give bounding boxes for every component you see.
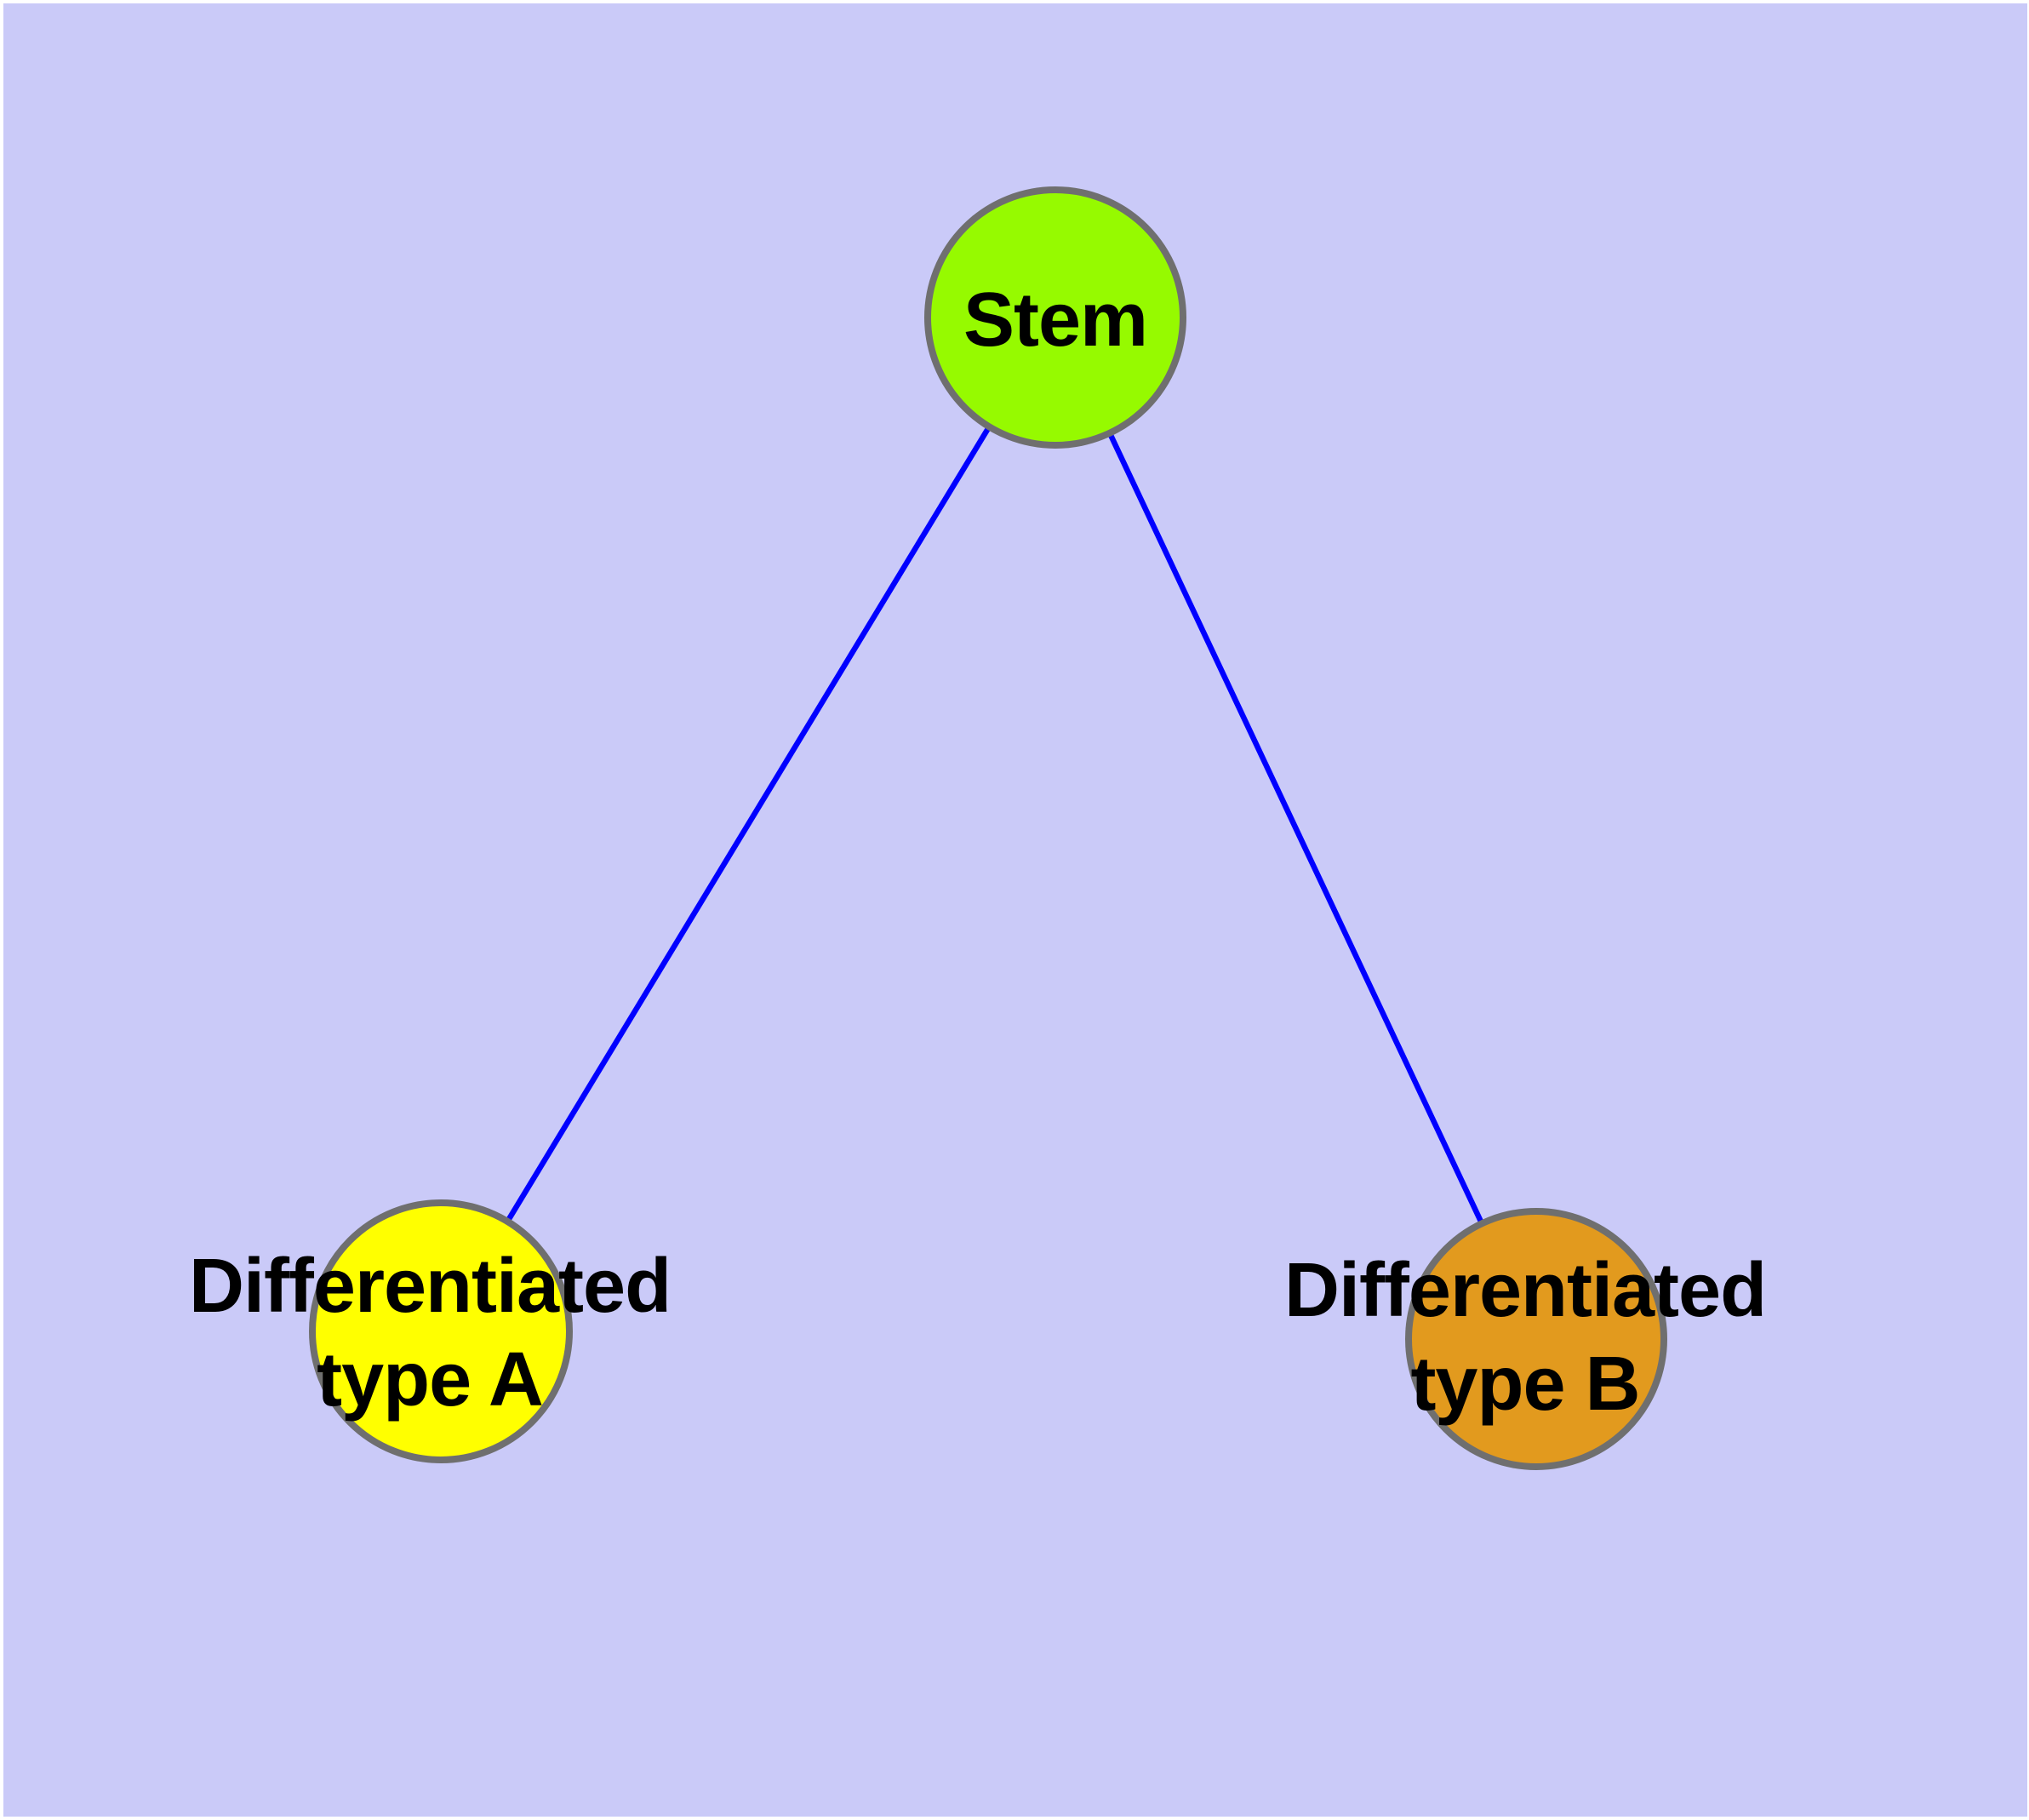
node-typeB-circle	[1405, 1208, 1667, 1470]
edge-stem-typeA	[438, 316, 1058, 1333]
node-stem-circle	[924, 186, 1186, 449]
edge-stem-typeB	[1053, 316, 1539, 1341]
node-typeB-label: Differentiated type B	[1283, 1248, 1767, 1427]
node-typeA-circle	[309, 1199, 573, 1463]
node-stem-label: Stem	[963, 278, 1148, 363]
node-typeA-label: Differentiated type A	[188, 1244, 672, 1422]
